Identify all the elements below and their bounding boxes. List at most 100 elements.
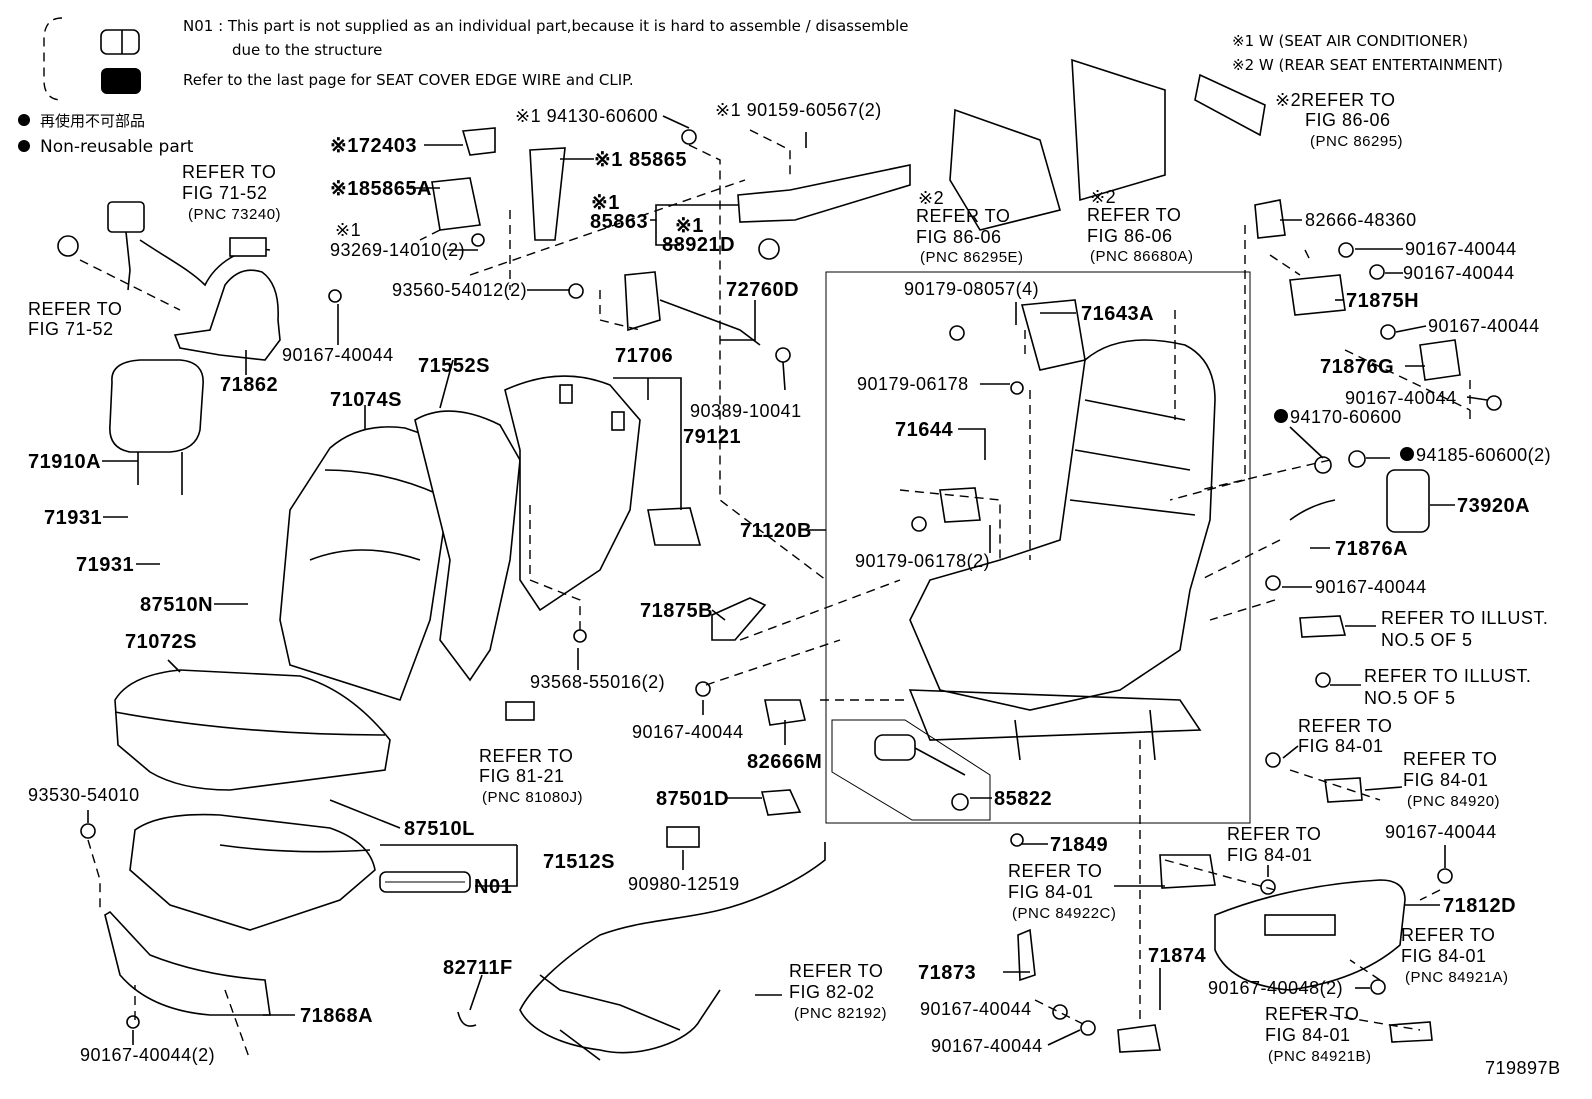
label-85863-mark: ※1 [591,192,620,214]
label-82666-48360: 82666-48360 [1305,210,1417,230]
seatback-cover-part [279,426,450,701]
refer-71-52-a-pnc: (PNC 73240) [188,206,281,223]
refer-84-01-f: REFER TO [1265,1004,1359,1024]
refer-84-01-c-pnc: (PNC 84922C) [1012,905,1116,922]
footnote-1: ※1 W (SEAT AIR CONDITIONER) [1232,32,1468,50]
seatback-trim-part [173,269,281,361]
label-93269: 93269-14010(2) [330,240,465,260]
note-n01-line1: N01 : This part is not supplied as an in… [183,17,909,35]
label-85865: ※1 85865 [594,149,687,171]
label-doc-id: 719897B [1485,1058,1561,1078]
label-90167-g: 90167-40044 [1403,263,1515,283]
seat-belt-buckle-part [57,201,271,291]
label-90389: 90389-10041 [690,401,802,421]
refer-illust-a: NO.5 OF 5 [1381,630,1473,650]
label-90179-b: 90179-06178 [857,374,969,394]
footnote-2: ※2 W (REAR SEAT ENTERTAINMENT) [1232,56,1503,74]
label-71876a: 71876A [1335,538,1408,560]
label-85863: 85863 [590,211,648,233]
leader-lines [87,115,1488,1046]
legend-box [43,17,141,101]
label-87501d: 87501D [656,788,729,810]
note-n01-line2: due to the structure [232,41,382,59]
refer-86-06-c: FIG 86-06 [1305,110,1391,130]
label-93560: 93560-54012(2) [392,280,527,300]
refer-81-21: REFER TO [479,746,573,766]
rse-bracket-part [949,58,1266,231]
label-90167-k: 90167-40044 [1385,822,1497,842]
motor-inset-part [831,719,991,821]
bracket-set [431,127,1461,1053]
label-71849: 71849 [1050,834,1108,856]
label-85865a: ※185865A [330,178,432,200]
seatback-pad-part [414,410,521,682]
label-72760d: 72760D [726,279,799,301]
label-90167-a: 90167-40044 [282,345,394,365]
refer-71-52-b: REFER TO [28,299,122,319]
label-73920a: 73920A [1457,495,1530,517]
refer-86-06-a: FIG 86-06 [916,227,1002,247]
label-93568: 93568-55016(2) [530,672,665,692]
seatback-frame-cover-part [504,375,641,612]
nonreusable-bullet-icon [18,114,30,126]
label-71873: 71873 [918,962,976,984]
refer-illust-b: NO.5 OF 5 [1364,688,1456,708]
n01-part [379,871,471,893]
side-cover-part [1214,879,1406,991]
label-71876g: 71876G [1320,356,1394,378]
refer-86-06-b: FIG 86-06 [1087,226,1173,246]
label-90167-c: 90167-40044(2) [80,1045,215,1065]
refer-84-01-f-pnc: (PNC 84921B) [1268,1048,1372,1065]
seat-frame-box [825,271,1251,824]
label-82666m: 82666M [747,751,822,773]
label-82711f: 82711F [443,957,513,979]
refer-71-52-b: FIG 71-52 [28,319,114,339]
label-94185: 94185-60600(2) [1416,445,1551,465]
wire-harness-part [519,842,826,1054]
label-71874: 71874 [1148,945,1206,967]
refer-callouts: REFER TO FIG 71-52 (PNC 73240) REFER TO … [28,90,1548,1065]
label-90167-d: 90167-40044 [920,999,1032,1019]
label-90167-40048: 90167-40048(2) [1208,978,1343,998]
label-85822: 85822 [994,788,1052,810]
refer-82-02: REFER TO [789,961,883,981]
label-71120b: 71120B [740,520,812,542]
label-90980: 90980-12519 [628,874,740,894]
label-87510n: 87510N [140,594,213,616]
refer-86-06-a: REFER TO [916,206,1010,226]
label-90167-h: 90167-40044 [1428,316,1540,336]
refer-86-06-a-mark: ※2 [918,188,944,208]
label-90167-f: 90167-40044 [1405,239,1517,259]
label-71074s: 71074S [330,389,402,411]
refer-71-52-a: FIG 71-52 [182,183,268,203]
refer-86-06-a-pnc: (PNC 86295E) [920,249,1024,266]
label-71706: 71706 [615,345,673,367]
side-shield-part [104,910,271,1016]
note-refer-edge-wire: Refer to the last page for SEAT COVER ED… [183,71,634,89]
connector-90980-part [666,826,700,848]
label-71643a: 71643A [1081,303,1154,325]
nonreusable-marker-icon [1274,409,1288,423]
refer-71-52-a: REFER TO [182,162,276,182]
refer-84-01-b: FIG 84-01 [1403,770,1489,790]
part-labels: ※172403 ※185865A ※1 85865 ※1 94130-60600… [28,100,1561,1078]
label-90167-b: 90167-40044 [632,722,744,742]
label-71862: 71862 [220,374,278,396]
label-90167-j: 90167-40044 [1315,577,1427,597]
refer-84-01-c: REFER TO [1008,861,1102,881]
seat-cushion-pad-part [129,813,376,931]
label-88921d: 88921D [662,234,735,256]
label-90167-i: 90167-40044 [1345,388,1457,408]
refer-84-01-e-pnc: (PNC 84921A) [1405,969,1509,986]
label-71812d: 71812D [1443,895,1516,917]
refer-84-01-b-pnc: (PNC 84920) [1407,793,1500,810]
seat-frame-part [908,339,1216,761]
refer-82-02: FIG 82-02 [789,982,875,1002]
label-71875b: 71875B [640,600,713,622]
headrest-part [109,359,204,495]
refer-86-06-b-mark: ※2 [1090,187,1116,207]
connector-81-21-part [505,701,535,721]
refer-81-21: FIG 81-21 [479,766,565,786]
refer-86-06-c: ※2REFER TO [1275,90,1395,110]
